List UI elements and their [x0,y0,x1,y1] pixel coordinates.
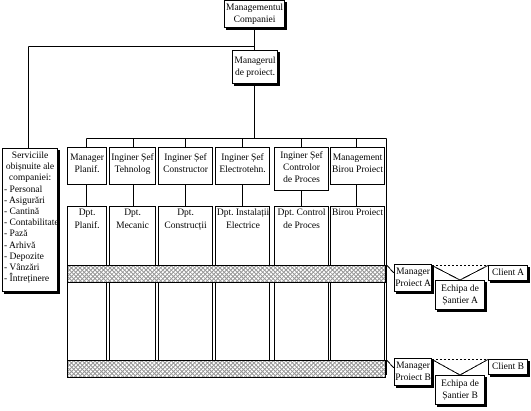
head-line: Constructor [163,165,208,175]
project-b-manager-line2: Proiect B [395,373,431,383]
project-a-manager-line1: Manager [396,267,430,277]
head-line: Inginer Șef [164,153,207,163]
project-a-client-box: Client A [488,265,528,281]
department-label-process-control: Dpt. Control de Proces [274,207,329,233]
project-manager-line1: Managerul [234,56,276,66]
services-item: - Contabilitate [4,218,59,229]
services-title-line3: companiei: [8,173,52,184]
department-label-electrical: Dpt. Instalații Electrice [215,207,271,233]
head-line: Electrotehn. [219,165,266,175]
head-box-project-office: Management Birou Proiect [330,147,385,185]
services-item: - Cantină [4,207,40,218]
head-line: Management [332,153,383,163]
project-b-client-label: Client B [492,362,524,372]
department-column-process-control [274,206,329,378]
department-label-project-office: Birou Proiect [330,207,385,220]
department-line: Construcții [164,221,207,231]
head-box-planning: Manager Planif. [67,147,107,185]
project-a-team-box: Echipa de Șantier A [435,280,485,310]
department-label-planning: Dpt. Planif. [67,207,107,233]
department-line: Dpt. Instalații [216,208,270,218]
department-line: Dpt. [78,208,96,218]
department-line: Dpt. Control [277,208,326,218]
head-line: Birou Proiect [332,165,383,175]
head-line: Controlor [283,163,320,173]
project-a-team-line2: Șantier A [442,296,478,306]
services-item: - Asigurări [4,195,45,206]
services-item: - Vânzări [4,263,40,274]
services-title-line2: obișnuite ale [5,162,55,173]
department-line: Mecanic [116,221,149,231]
top-management-line2: Companiei [233,15,276,25]
head-box-electrotehn: Inginer Șef Electrotehn. [215,147,270,185]
department-line: de Proces [283,221,320,231]
project-a-client-label: Client A [492,268,524,278]
project-manager-line2: de proiect. [234,68,276,78]
department-column-planning [67,206,107,378]
project-a-team-line1: Echipa de [441,284,479,294]
project-a-band [67,265,386,283]
department-line: Dpt. [124,208,141,218]
company-services-box: Serviciile obișnuite ale companiei: - Pe… [2,148,59,292]
services-item: - Întreținere [4,274,50,285]
top-management-line1: Managementul [226,3,283,13]
head-box-technolog: Inginer Șef Tehnolog [109,147,156,185]
project-a-manager-line2: Proiect A [395,279,431,289]
services-item: - Pază [4,229,28,240]
department-line: Birou Proiect [332,208,383,218]
department-column-electrical [215,206,270,378]
department-label-mechanic: Dpt. Mecanic [109,207,156,233]
services-item: - Arhivă [4,240,36,251]
project-b-band [67,360,386,378]
department-column-project-office [330,206,385,378]
project-manager-box: Managerul de proiect. [232,50,278,84]
department-line: Planif. [74,221,100,231]
top-management-box: Managementul Companiei [224,0,285,28]
head-line: Planif. [74,165,100,175]
project-b-team-line2: Șantier B [442,391,478,401]
project-a-manager-box: Manager Proiect A [394,264,432,292]
head-line: Manager [70,153,104,163]
project-b-manager-line1: Manager [396,361,430,371]
services-item: - Depozite [4,251,44,262]
services-item: - Personal [4,184,43,195]
project-b-team-line1: Echipa de [441,379,479,389]
services-title-line1: Serviciile [11,151,49,161]
department-label-construction: Dpt. Construcții [158,207,213,233]
head-line: de Proces [283,175,320,185]
head-line: Tehnolog [114,165,151,175]
head-line: Inginer Șef [221,153,264,163]
head-line: Inginer Șef [111,153,154,163]
project-b-manager-box: Manager Proiect B [394,358,432,386]
head-box-process-control: Inginer Șef Controlor de Proces [274,147,329,191]
department-line: Electrice [226,221,260,231]
head-line: Inginer Șef [280,151,323,161]
project-b-team-box: Echipa de Șantier B [435,375,485,405]
project-b-client-box: Client B [488,359,528,375]
head-box-constructor: Inginer Șef Constructor [158,147,213,185]
department-line: Dpt. [177,208,194,218]
